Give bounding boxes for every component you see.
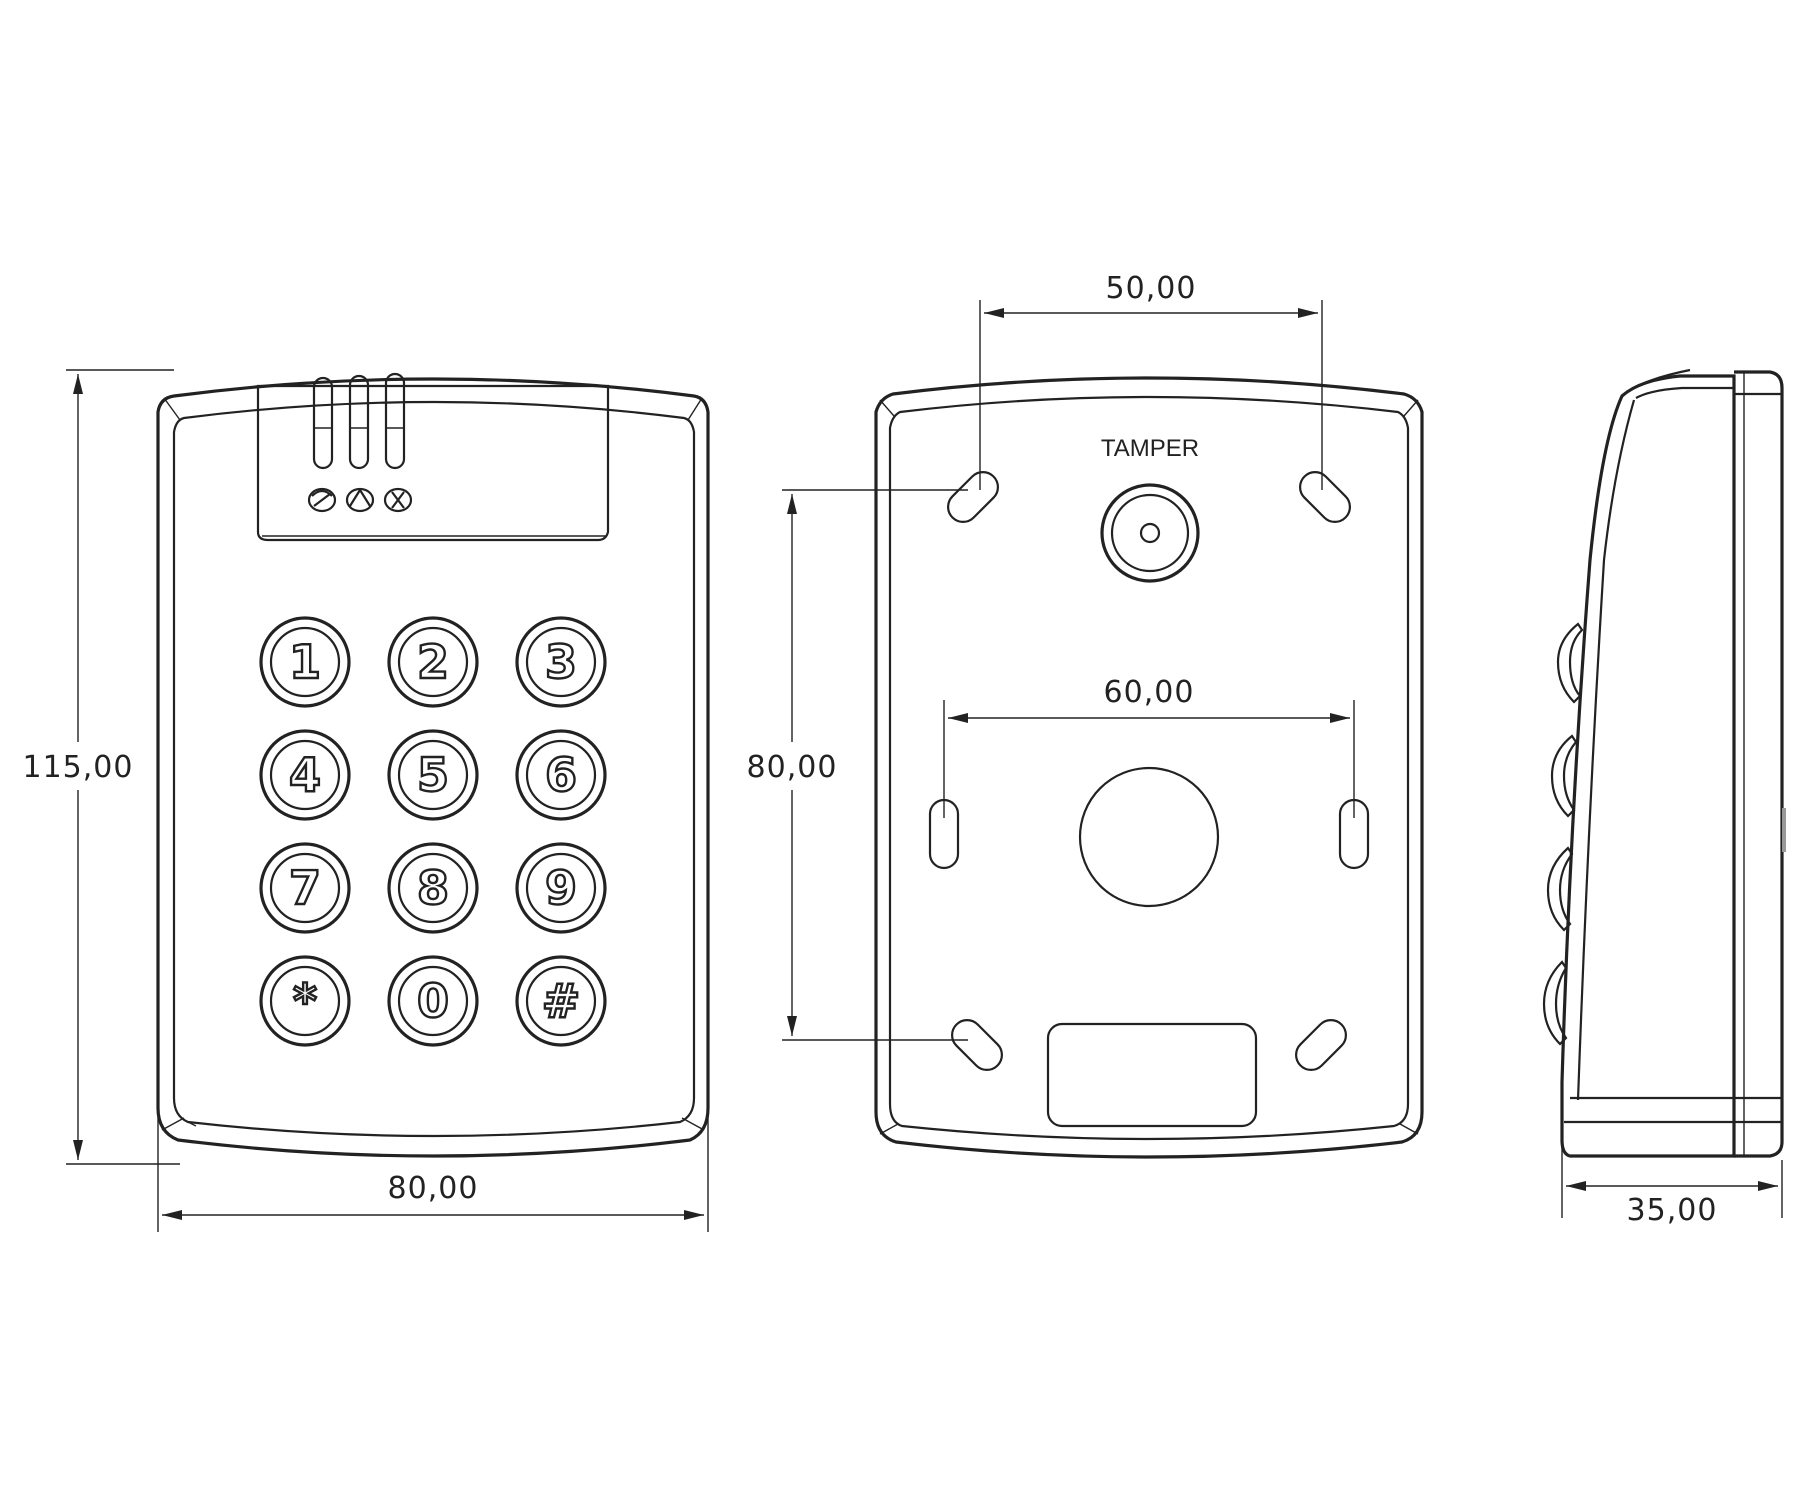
bottom-mounting-slots xyxy=(951,1019,1347,1071)
side-clip-mark xyxy=(1782,808,1786,852)
side-key-profiles xyxy=(1542,622,1584,1046)
key-hash-label: # xyxy=(542,974,581,1028)
side-top-lip xyxy=(1621,368,1691,397)
key-3-label: 3 xyxy=(545,635,577,689)
tamper-label: TAMPER xyxy=(1101,435,1199,462)
vertical-dim-label: 80,00 xyxy=(747,750,838,785)
back-bevel-lines xyxy=(879,399,1419,1135)
top-dim-label: 50,00 xyxy=(1106,271,1197,306)
back-inner-outline xyxy=(888,395,1410,1141)
key-9-label: 9 xyxy=(545,861,577,915)
front-width-dimension: 80,00 xyxy=(157,1112,709,1232)
key-6[interactable]: 6 xyxy=(515,729,607,821)
side-inner-profile xyxy=(1576,386,1734,1101)
width-dim-label: 80,00 xyxy=(388,1171,479,1206)
label-recess xyxy=(1046,1022,1258,1128)
top-slot-spacing-dimension: 50,00 xyxy=(979,271,1323,490)
key-3[interactable]: 3 xyxy=(515,616,607,708)
key-7-label: 7 xyxy=(289,861,321,915)
key-5-label: 5 xyxy=(417,748,449,802)
key-0[interactable]: 0 xyxy=(387,955,479,1047)
key-status-icon xyxy=(345,487,375,513)
led-status-icons xyxy=(307,487,413,513)
led-green xyxy=(348,374,370,470)
middle-mounting-slots xyxy=(928,798,1370,870)
middle-slot-spacing-dimension: 60,00 xyxy=(943,675,1355,818)
key-9[interactable]: 9 xyxy=(515,842,607,934)
back-view: TAMPER 50,00 60,0 xyxy=(738,271,1424,1159)
front-housing-outline xyxy=(156,377,710,1158)
front-bevel-lines xyxy=(161,397,705,1131)
side-view: 35,00 xyxy=(1542,368,1786,1228)
key-8-label: 8 xyxy=(417,861,449,915)
led-red xyxy=(312,376,334,470)
led-yellow xyxy=(384,372,406,470)
key-2[interactable]: 2 xyxy=(387,616,479,708)
back-housing-outline xyxy=(874,376,1424,1159)
middle-dim-label: 60,00 xyxy=(1104,675,1195,710)
cable-hole xyxy=(1078,766,1220,908)
front-inner-face xyxy=(172,400,696,1138)
key-hash[interactable]: # xyxy=(515,955,607,1047)
key-5[interactable]: 5 xyxy=(387,729,479,821)
key-star-label: * xyxy=(293,974,317,1028)
key-7[interactable]: 7 xyxy=(259,842,351,934)
key-1-label: 1 xyxy=(289,635,321,689)
tamper-switch: TAMPER xyxy=(1100,435,1200,583)
slot-bottom-left xyxy=(951,1019,1003,1071)
key-0-label: 0 xyxy=(417,974,449,1028)
slot-top-right xyxy=(1299,471,1351,523)
key-2-label: 2 xyxy=(417,635,449,689)
key-4[interactable]: 4 xyxy=(259,729,351,821)
side-back-plate xyxy=(1734,370,1784,1158)
key-4-label: 4 xyxy=(289,748,321,802)
slot-top-left xyxy=(947,471,999,523)
front-height-dimension: 115,00 xyxy=(18,369,180,1165)
side-depth-dimension: 35,00 xyxy=(1561,1140,1783,1228)
slot-bottom-right xyxy=(1295,1019,1347,1071)
power-status-icon xyxy=(383,487,413,513)
top-mounting-slots xyxy=(947,471,1351,523)
key-1[interactable]: 1 xyxy=(259,616,351,708)
key-6-label: 6 xyxy=(545,748,577,802)
side-housing-outline xyxy=(1560,374,1736,1158)
vertical-slot-spacing-dimension: 80,00 xyxy=(738,489,968,1041)
depth-dim-label: 35,00 xyxy=(1627,1193,1718,1228)
height-dim-label: 115,00 xyxy=(23,750,134,785)
key-star[interactable]: * xyxy=(259,955,351,1047)
key-8[interactable]: 8 xyxy=(387,842,479,934)
keypad: 1 2 3 4 5 6 7 xyxy=(259,616,607,1047)
led-indicators xyxy=(312,372,406,470)
led-window xyxy=(256,384,610,542)
lock-status-icon xyxy=(307,487,337,513)
front-view: 1 2 3 4 5 6 7 xyxy=(18,369,710,1232)
